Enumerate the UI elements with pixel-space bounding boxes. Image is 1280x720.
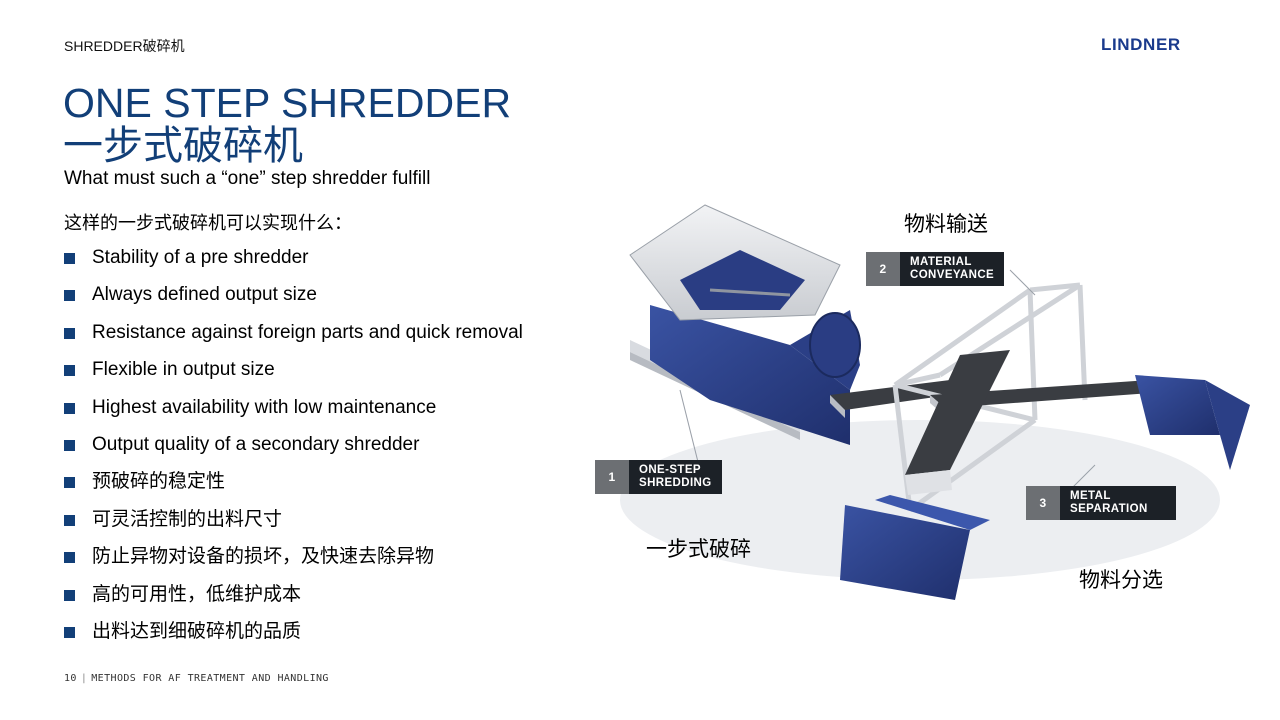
square-bullet-icon [64, 327, 75, 339]
list-item: Flexible in output size [64, 358, 523, 395]
callout-text: METAL SEPARATION [1060, 486, 1176, 520]
callout-label-chinese: 一步式破碎 [646, 538, 751, 561]
callout-one-step-shredding: 1 ONE-STEP SHREDDING [595, 460, 722, 494]
list-item: Always defined output size [64, 283, 523, 320]
bullet-text: 防止异物对设备的损坏，及快速去除异物 [92, 546, 435, 568]
square-bullet-icon [64, 514, 75, 526]
bullet-text: Resistance against foreign parts and qui… [92, 321, 523, 343]
footer: 10|METHODS FOR AF TREATMENT AND HANDLING [64, 673, 329, 684]
callout-label-chinese: 物料输送 [904, 213, 988, 236]
bullet-text: 出料达到细破碎机的品质 [92, 620, 302, 642]
bullet-text: Highest availability with low maintenanc… [92, 396, 437, 418]
square-bullet-icon [64, 477, 75, 489]
subtitle: What must such a “one” step shredder ful… [64, 168, 431, 189]
callout-number: 2 [866, 252, 900, 286]
bullet-text: 可灵活控制的出料尺寸 [92, 508, 283, 530]
footer-text: METHODS FOR AF TREATMENT AND HANDLING [91, 673, 329, 684]
bullet-text: Flexible in output size [92, 359, 275, 381]
square-bullet-icon [64, 552, 75, 564]
list-item: 可灵活控制的出料尺寸 [64, 508, 523, 545]
list-item: Output quality of a secondary shredder [64, 433, 523, 470]
lindner-logo: LINDNER [1101, 35, 1181, 54]
square-bullet-icon [64, 626, 75, 638]
callout-line: METAL [1070, 490, 1111, 502]
list-item: 高的可用性，低维护成本 [64, 583, 523, 620]
bullet-text: 高的可用性，低维护成本 [92, 583, 302, 605]
list-item: 预破碎的稳定性 [64, 470, 523, 507]
bullet-list: Stability of a pre shredder Always defin… [64, 246, 523, 657]
bullet-text: Stability of a pre shredder [92, 247, 309, 268]
list-item: Resistance against foreign parts and qui… [64, 321, 523, 358]
list-item: Stability of a pre shredder [64, 246, 523, 283]
bullet-text: Always defined output size [92, 284, 317, 306]
list-item: 出料达到细破碎机的品质 [64, 620, 523, 657]
callout-metal-separation: 3 METAL SEPARATION [1026, 486, 1176, 520]
bullet-text: Output quality of a secondary shredder [92, 433, 420, 455]
subtitle-chinese: 这样的一步式破碎机可以实现什么： [64, 213, 352, 233]
list-item: Highest availability with low maintenanc… [64, 396, 523, 433]
callout-line: MATERIAL [910, 256, 972, 268]
page-number: 10 [64, 673, 77, 684]
square-bullet-icon [64, 290, 75, 302]
bullet-text: 预破碎的稳定性 [92, 471, 226, 493]
list-item: 防止异物对设备的损坏，及快速去除异物 [64, 545, 523, 582]
section-label: SHREDDER破碎机 [64, 38, 185, 54]
callout-number: 1 [595, 460, 629, 494]
callout-label-chinese: 物料分选 [1079, 569, 1163, 592]
square-bullet-icon [64, 365, 75, 377]
callout-number: 3 [1026, 486, 1060, 520]
callout-line: CONVEYANCE [910, 269, 995, 281]
callout-line: SEPARATION [1070, 503, 1148, 515]
page-title: ONE STEP SHREDDER [63, 80, 512, 126]
shredder-plant-illustration [620, 204, 1250, 600]
square-bullet-icon [64, 589, 75, 601]
square-bullet-icon [64, 439, 75, 451]
callout-line: SHREDDING [639, 477, 712, 489]
callout-material-conveyance: 2 MATERIAL CONVEYANCE [866, 252, 1005, 286]
page-title-chinese: 一步式破碎机 [63, 124, 303, 168]
square-bullet-icon [64, 402, 75, 414]
callout-text: MATERIAL CONVEYANCE [900, 252, 1005, 286]
callout-text: ONE-STEP SHREDDING [629, 460, 722, 494]
square-bullet-icon [64, 253, 75, 264]
callout-line: ONE-STEP [639, 464, 701, 476]
